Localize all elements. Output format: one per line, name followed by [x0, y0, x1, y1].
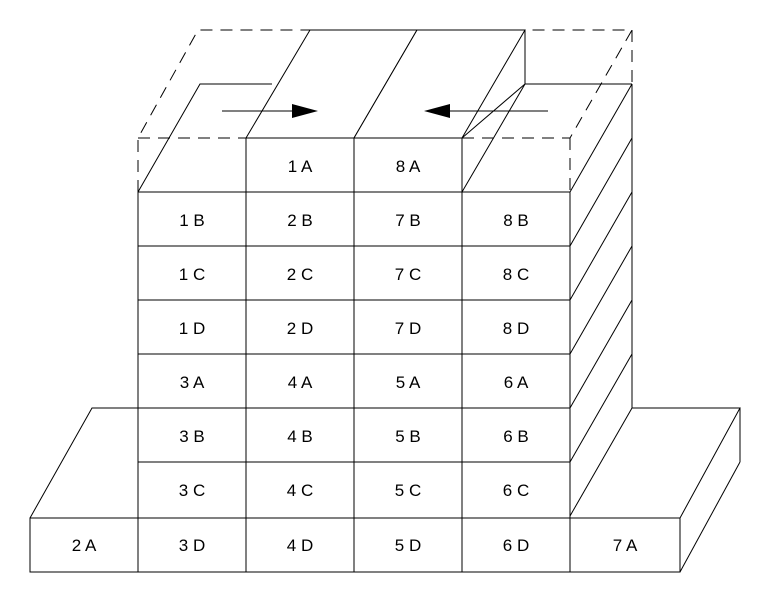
arrow-left-head — [424, 104, 450, 118]
column-right-face — [569, 83, 633, 517]
block-label-4d: 4 D — [287, 536, 313, 555]
block-label-5a: 5 A — [396, 373, 421, 392]
block-label-2c: 2 C — [287, 265, 313, 284]
block-label-6a: 6 A — [504, 373, 529, 392]
block-label-7d: 7 D — [395, 319, 421, 338]
block-label-8b: 8 B — [503, 211, 529, 230]
block-label-2d: 2 D — [287, 319, 313, 338]
block-label-3d: 3 D — [179, 536, 205, 555]
block-labels: 1 A 8 A 1 B 2 B 7 B 8 B 1 C 2 C 7 C 8 C … — [72, 157, 638, 555]
block-label-1a: 1 A — [288, 157, 313, 176]
block-label-3c: 3 C — [179, 481, 205, 500]
block-label-4c: 4 C — [287, 481, 313, 500]
block-label-5b: 5 B — [395, 427, 421, 446]
arrow-right-head — [292, 104, 318, 118]
block-label-5d: 5 D — [395, 536, 421, 555]
block-label-3b: 3 B — [179, 427, 205, 446]
front-grid — [29, 137, 681, 573]
block-label-8c: 8 C — [503, 265, 529, 284]
block-label-1c: 1 C — [179, 265, 205, 284]
slide-arrows — [222, 104, 548, 118]
sliding-top-pair — [245, 29, 526, 139]
block-label-4a: 4 A — [288, 373, 313, 392]
block-label-6c: 6 C — [503, 481, 529, 500]
block-label-8d: 8 D — [503, 319, 529, 338]
block-label-5c: 5 C — [395, 481, 421, 500]
block-label-7b: 7 B — [395, 211, 421, 230]
block-label-2a: 2 A — [72, 536, 97, 555]
block-label-4b: 4 B — [287, 427, 313, 446]
block-label-6b: 6 B — [503, 427, 529, 446]
block-label-1b: 1 B — [179, 211, 205, 230]
base-wings — [29, 407, 741, 573]
block-label-3a: 3 A — [180, 373, 205, 392]
block-label-7c: 7 C — [395, 265, 421, 284]
block-label-8a: 8 A — [396, 157, 421, 176]
block-label-6d: 6 D — [503, 536, 529, 555]
block-label-7a: 7 A — [613, 536, 638, 555]
block-label-1d: 1 D — [179, 319, 205, 338]
block-label-2b: 2 B — [287, 211, 313, 230]
